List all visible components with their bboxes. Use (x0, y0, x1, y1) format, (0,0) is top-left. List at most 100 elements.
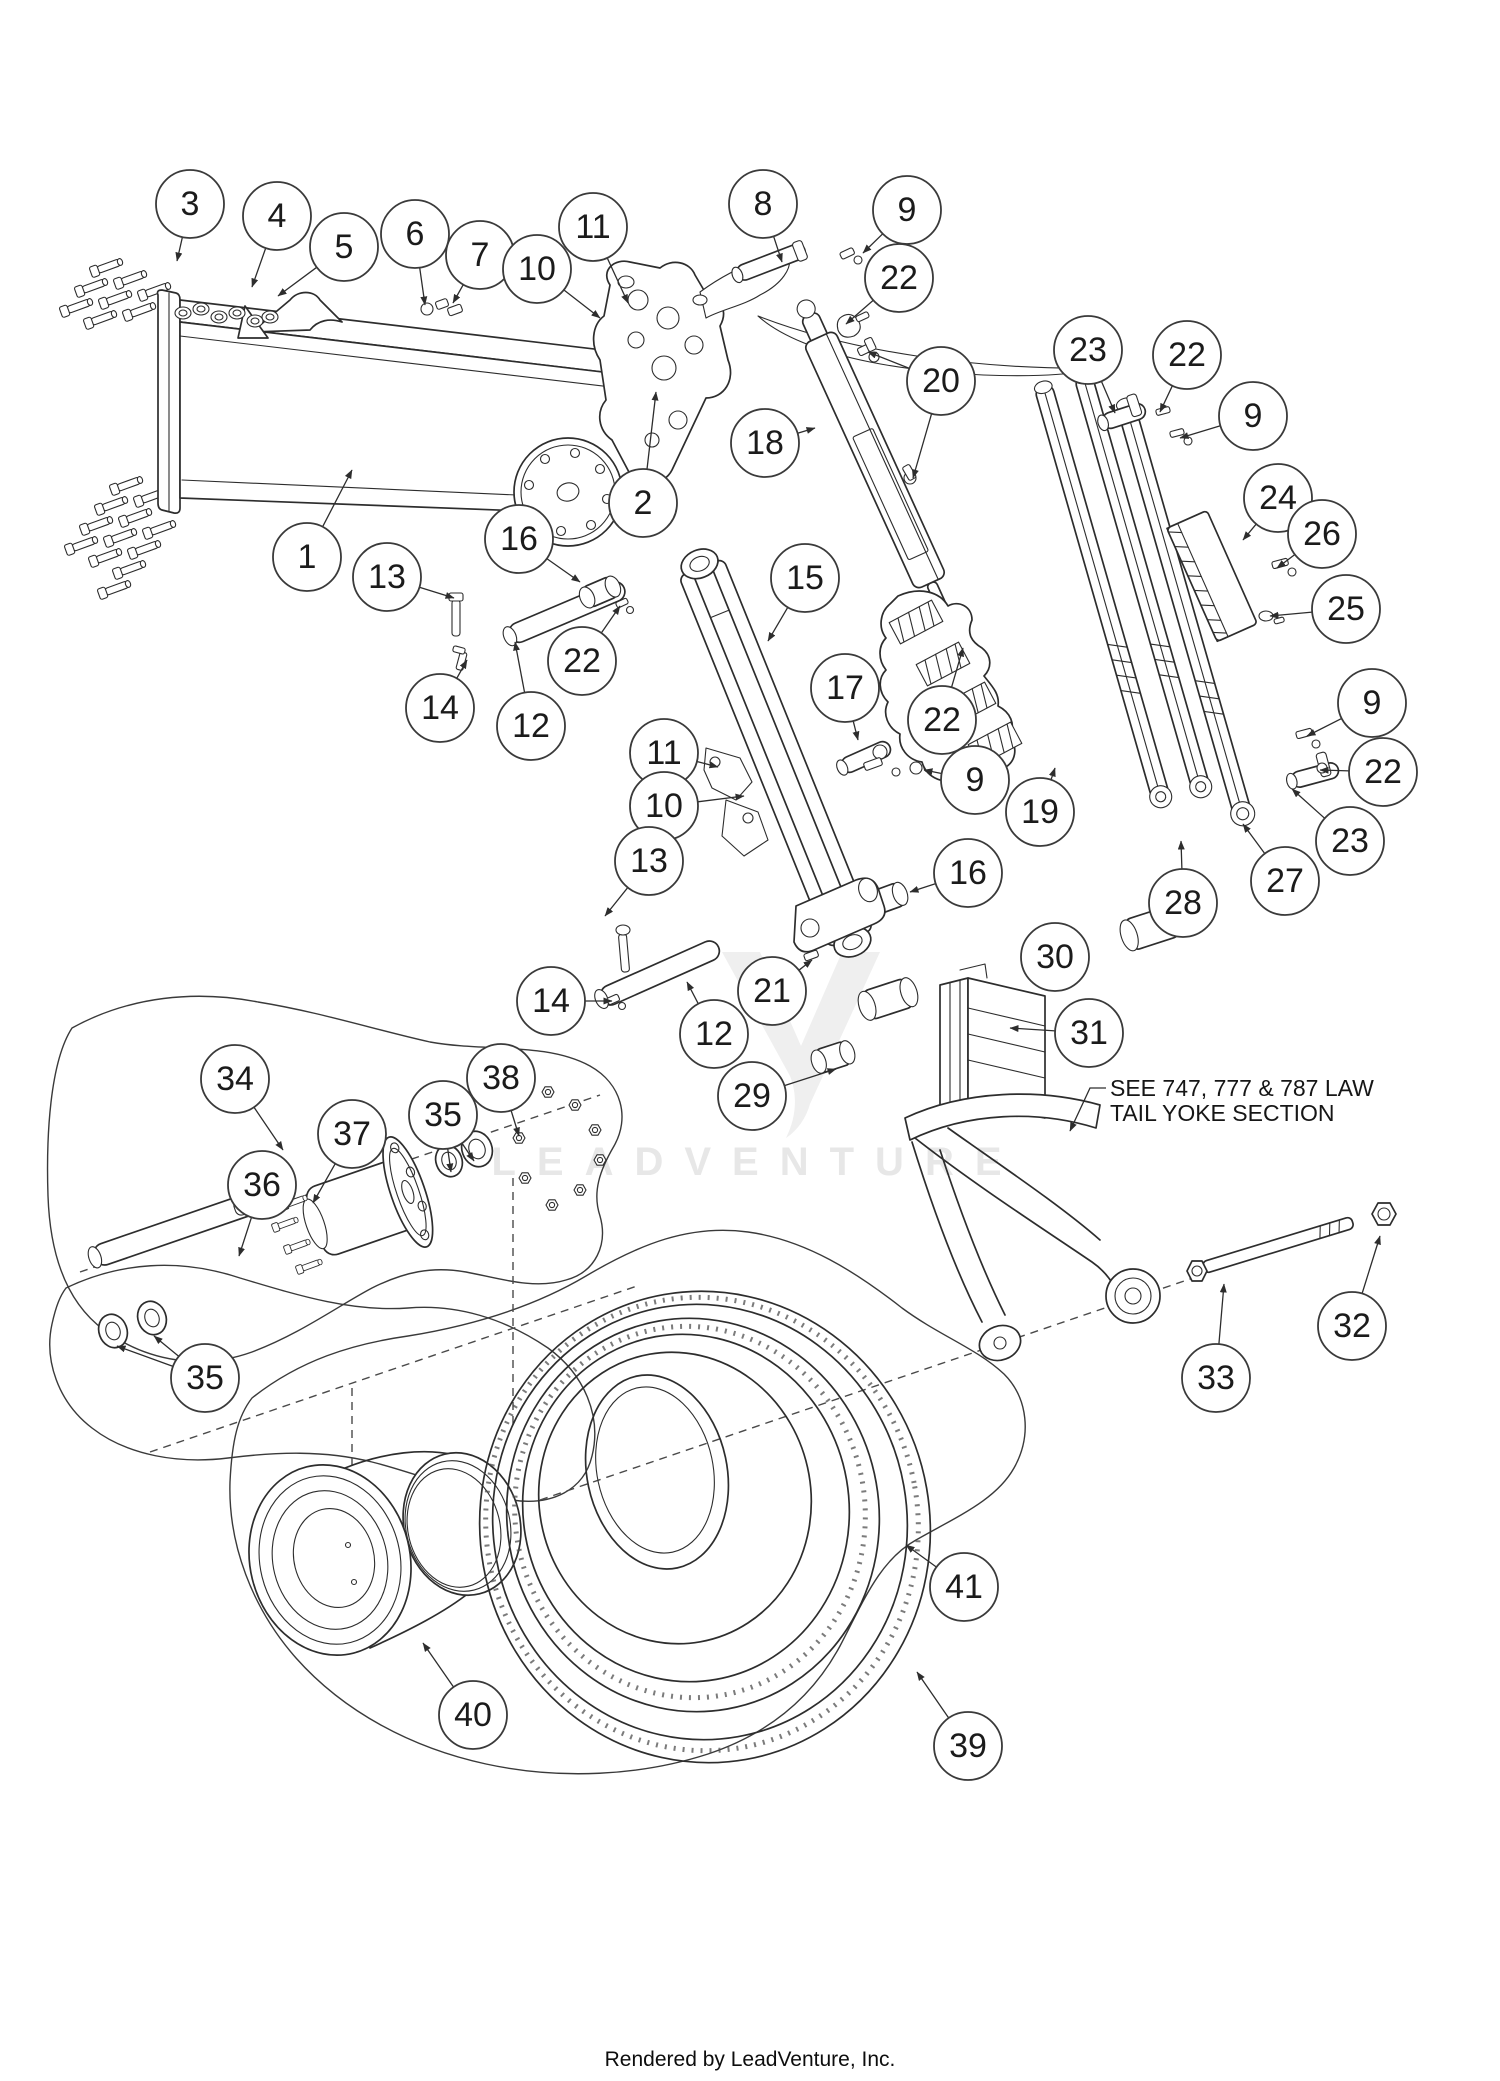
svg-text:11: 11 (575, 208, 610, 246)
callout-21[interactable]: 21 (737, 956, 807, 1026)
callout-14[interactable]: 14 (405, 673, 475, 743)
svg-text:3: 3 (181, 185, 200, 223)
callout-leader (1100, 381, 1116, 414)
callout-35[interactable]: 35 (408, 1080, 478, 1150)
svg-text:20: 20 (922, 362, 960, 400)
callout-22[interactable]: 22 (547, 626, 617, 696)
callout-3[interactable]: 3 (155, 169, 225, 239)
callout-28[interactable]: 28 (1148, 868, 1218, 938)
svg-text:15: 15 (786, 559, 824, 597)
callout-10[interactable]: 10 (502, 234, 572, 304)
callout-41[interactable]: 41 (929, 1552, 999, 1622)
callout-33[interactable]: 33 (1181, 1343, 1251, 1413)
callout-9[interactable]: 9 (1337, 668, 1407, 738)
callout-34[interactable]: 34 (200, 1044, 270, 1114)
callout-6[interactable]: 6 (380, 199, 450, 269)
callout-leader (1242, 823, 1266, 854)
callout-14[interactable]: 14 (516, 966, 586, 1036)
callout-16[interactable]: 16 (484, 504, 554, 574)
callout-35[interactable]: 35 (170, 1343, 240, 1413)
callout-22[interactable]: 22 (907, 685, 977, 755)
callout-20[interactable]: 20 (906, 346, 976, 416)
callout-9[interactable]: 9 (1218, 381, 1288, 451)
callout-11[interactable]: 11 (558, 192, 628, 262)
callout-leader (1159, 385, 1173, 413)
callout-leader (322, 469, 353, 528)
svg-text:16: 16 (949, 854, 987, 892)
callout-29[interactable]: 29 (717, 1061, 787, 1131)
callout-13[interactable]: 13 (352, 542, 422, 612)
callout-22[interactable]: 22 (1152, 320, 1222, 390)
callout-23[interactable]: 23 (1315, 806, 1385, 876)
svg-text:13: 13 (630, 842, 668, 880)
grease-fittings (420, 298, 463, 317)
callout-38[interactable]: 38 (466, 1043, 536, 1113)
callout-31[interactable]: 31 (1054, 998, 1124, 1068)
callout-23[interactable]: 23 (1053, 315, 1123, 385)
callout-leader (604, 887, 629, 917)
callout-26[interactable]: 26 (1287, 499, 1357, 569)
hub-group-outline (46, 995, 623, 1363)
callout-39[interactable]: 39 (933, 1711, 1003, 1781)
callout-leader (1319, 766, 1350, 774)
callout-25[interactable]: 25 (1311, 574, 1381, 644)
callout-leader (238, 1217, 253, 1257)
callout-40[interactable]: 40 (438, 1680, 508, 1750)
group-outlines (46, 995, 1026, 1775)
svg-text:6: 6 (406, 215, 425, 253)
svg-text:24: 24 (1259, 479, 1297, 517)
callout-18[interactable]: 18 (730, 408, 800, 478)
callout-11[interactable]: 11 (629, 718, 699, 788)
callout-1[interactable]: 1 (272, 522, 342, 592)
callout-4[interactable]: 4 (242, 181, 312, 251)
svg-text:28: 28 (1164, 884, 1202, 922)
callout-17[interactable]: 17 (810, 653, 880, 723)
callout-leader (1361, 1235, 1381, 1294)
callout-5[interactable]: 5 (309, 212, 379, 282)
callout-9[interactable]: 9 (872, 175, 942, 245)
callout-leader (1276, 553, 1296, 569)
callout-9[interactable]: 9 (940, 745, 1010, 815)
callout-12[interactable]: 12 (496, 691, 566, 761)
callout-30[interactable]: 30 (1020, 922, 1090, 992)
callout-13[interactable]: 13 (614, 826, 684, 896)
callout-leader (452, 284, 464, 304)
callout-leader (797, 427, 816, 434)
svg-text:37: 37 (333, 1115, 371, 1153)
callout-32[interactable]: 32 (1317, 1291, 1387, 1361)
wheel-group-outline (229, 1229, 1026, 1775)
part-41-tire (478, 1290, 932, 1764)
svg-text:38: 38 (482, 1059, 520, 1097)
svg-text:39: 39 (949, 1727, 987, 1765)
callout-36[interactable]: 36 (227, 1150, 297, 1220)
svg-text:33: 33 (1197, 1359, 1235, 1397)
callout-22[interactable]: 22 (1348, 737, 1418, 807)
callout-leader (798, 959, 813, 971)
svg-text:26: 26 (1303, 515, 1341, 553)
callout-16[interactable]: 16 (933, 838, 1003, 908)
svg-text:5: 5 (335, 228, 354, 266)
callout-15[interactable]: 15 (770, 543, 840, 613)
callout-leader (563, 289, 601, 319)
callout-leader (767, 606, 789, 642)
callout-leader (950, 647, 964, 688)
callout-22[interactable]: 22 (864, 243, 934, 313)
callout-leader (546, 558, 581, 583)
note-leader (1069, 1087, 1106, 1132)
callout-12[interactable]: 12 (679, 999, 749, 1069)
svg-text:21: 21 (753, 972, 791, 1010)
callout-leader (606, 257, 629, 304)
svg-text:22: 22 (1364, 753, 1402, 791)
callout-8[interactable]: 8 (728, 169, 798, 239)
callout-10[interactable]: 10 (629, 771, 699, 841)
callout-37[interactable]: 37 (317, 1099, 387, 1169)
callout-leader (419, 267, 428, 306)
part-30-31-yoke-bracket (810, 904, 1185, 1362)
pin-set-upper (448, 575, 635, 671)
callout-19[interactable]: 19 (1005, 777, 1075, 847)
callout-27[interactable]: 27 (1250, 846, 1320, 916)
callout-leader (1218, 1283, 1227, 1345)
callout-2[interactable]: 2 (608, 468, 678, 538)
svg-text:12: 12 (512, 707, 550, 745)
